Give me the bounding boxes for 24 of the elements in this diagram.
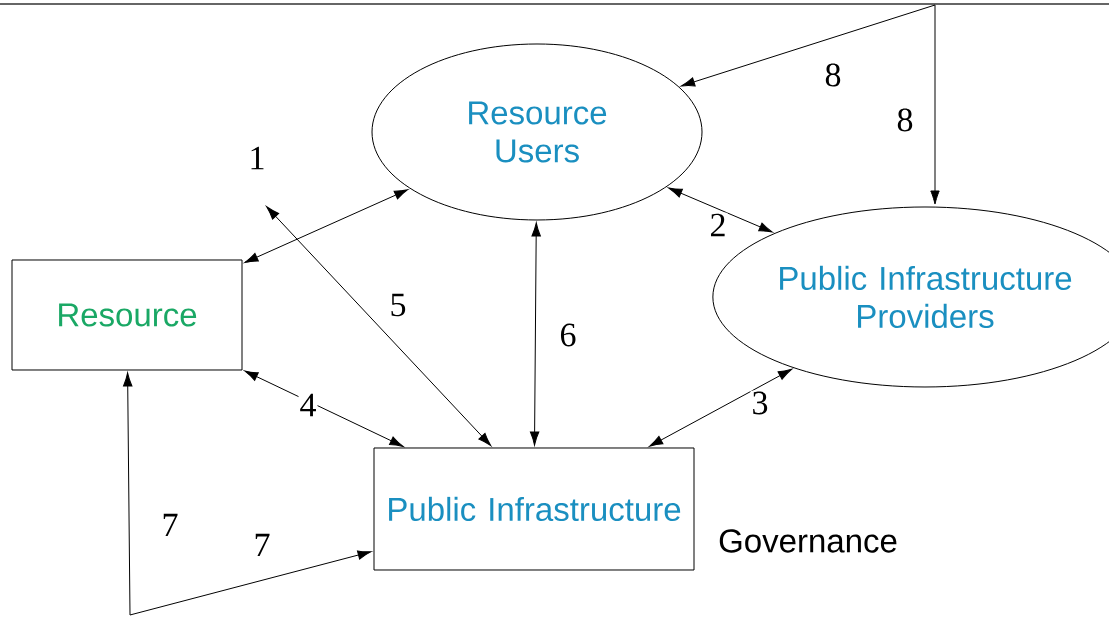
arrow <box>930 4 940 205</box>
arrow <box>668 187 773 233</box>
edge-label: 3 <box>750 390 770 416</box>
edge-label: 8 <box>895 107 915 133</box>
arrow <box>649 368 793 447</box>
arrow <box>129 550 372 616</box>
edge-label: 8 <box>823 62 843 88</box>
edge-label: 7 <box>160 512 180 538</box>
edge-label: 7 <box>252 532 272 558</box>
edge-label: 5 <box>388 292 408 318</box>
ellipse-node: Resource Users <box>371 43 703 221</box>
process-box: Public Infrastructure <box>373 447 695 571</box>
edge-label: 2 <box>708 212 728 238</box>
edge-label: 6 <box>558 322 578 348</box>
arrow <box>266 206 492 447</box>
edge-label: 4 <box>298 392 318 418</box>
arrow <box>244 189 409 264</box>
arrow <box>680 4 936 87</box>
side-label: Governance <box>719 529 897 553</box>
arrow <box>123 372 133 616</box>
process-box: Resource <box>11 259 243 371</box>
arrow <box>244 370 404 447</box>
edge-label: 1 <box>247 145 267 171</box>
arrow <box>529 222 541 446</box>
